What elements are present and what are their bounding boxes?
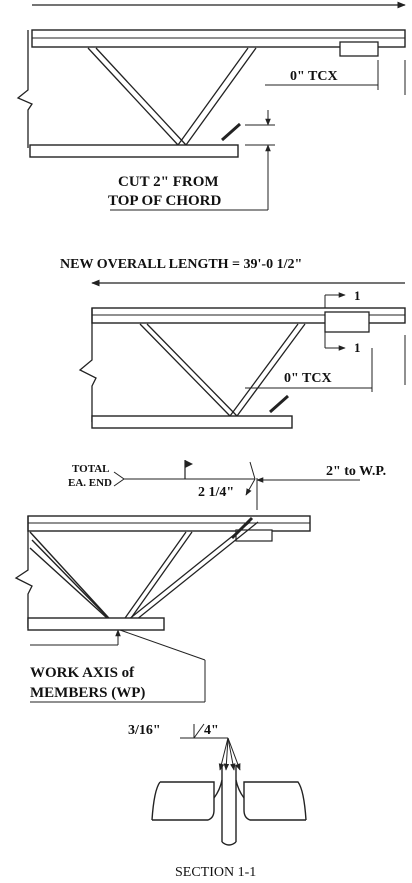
top-chord-bottom [27,515,311,532]
section-mark-lower: 1 [354,340,361,355]
tcx-label-middle: 0" TCX [284,371,332,386]
web-members [87,47,257,146]
weld-len-label: 4" [204,723,219,738]
top-joist-detail: 0" TCX CUT 2" FROM TOP OF CHORD [16,1,406,211]
break-line-bottom [14,516,33,628]
total-each-end-line1: TOTAL [72,463,110,475]
steel-section-profile [151,765,307,842]
work-axis-line1: WORK AXIS of [30,665,135,681]
bottom-weld-detail: TOTAL EA. END 2 1/4" 2" to W.P. [14,460,386,703]
top-chord [31,29,406,48]
tcx-dimension-middle: 0" TCX [245,335,406,392]
break-line [16,30,33,148]
section-mark-upper: 1 [354,288,361,303]
to-wp-label: 2" to W.P. [326,464,386,479]
to-wp-dimension: 2" to W.P. [256,464,386,510]
work-axis-leader [30,629,206,703]
bottom-chord-middle [91,415,293,429]
weld-length-label: 2 1/4" [198,485,234,500]
weld-arrows [218,737,241,771]
work-axis-line2: MEMBERS (WP) [30,685,145,701]
tcx-dimension-top: 0" TCX [265,60,406,95]
web-members-bottom [29,516,259,629]
cut-note-line1: CUT 2" FROM [118,174,219,190]
break-line-middle [78,308,97,422]
web-members-middle [139,323,306,417]
cut-note-line2: TOP OF CHORD [108,193,222,209]
bottom-chord-bottom [27,617,165,631]
section-1-1-detail: 3/16" 4" SECTION 1-1 [128,723,307,880]
total-each-end-line2: EA. END [68,477,112,489]
section-title: SECTION 1-1 [175,865,256,880]
bottom-chord [29,144,239,158]
weld-symbol: 2 1/4" [113,460,256,500]
bearing-plate [339,41,379,57]
weld-size-label: 3/16" [128,723,161,738]
tcx-label: 0" TCX [290,69,338,84]
bearing-plate-middle [324,311,370,333]
middle-joist-detail: NEW OVERALL LENGTH = 39'-0 1/2" 1 1 [60,257,406,429]
cut-dimension [110,110,275,211]
section-cut-mark: 1 1 [324,288,361,355]
overall-length-label: NEW OVERALL LENGTH = 39'-0 1/2" [60,257,302,272]
